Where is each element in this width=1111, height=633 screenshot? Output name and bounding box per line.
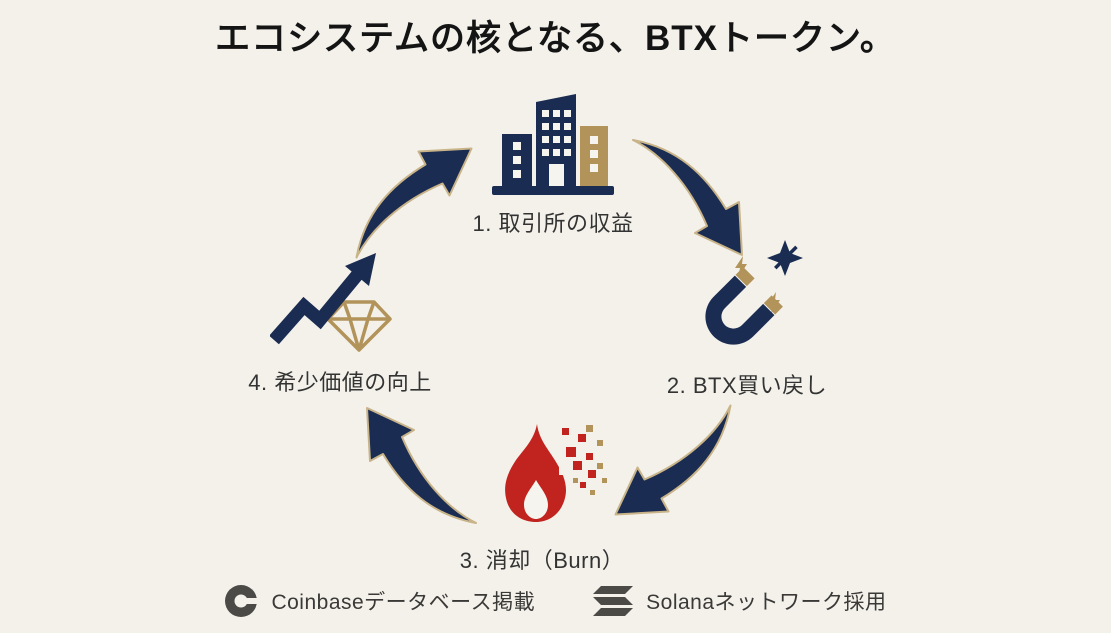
coinbase-badge: Coinbaseデータベース掲載 <box>224 584 535 618</box>
footer: Coinbaseデータベース掲載 Solanaネットワーク採用 <box>0 584 1111 618</box>
cycle-step-1: 1. 取引所の収益 <box>403 86 703 238</box>
page-title: エコシステムの核となる、BTXトークン。 <box>215 19 896 58</box>
solana-logo-icon <box>593 586 634 616</box>
rising-chart-diamond-icon <box>270 253 392 352</box>
magnet-icon <box>704 240 803 345</box>
cycle-step-4: 4. 希少価値の向上 <box>190 248 490 397</box>
cycle-step-3: 3. 消却（Burn） <box>392 420 692 575</box>
building-icon <box>492 94 614 195</box>
cycle-arrow-3-to-4 <box>366 407 477 524</box>
cycle-step-2: 2. BTX買い戻し <box>597 240 897 400</box>
step-label-3: 3. 消却（Burn） <box>459 548 625 573</box>
cycle-arrow-2-to-3 <box>614 404 732 516</box>
cycle-arrow-1-to-2 <box>632 139 743 256</box>
flame-burn-icon <box>504 424 607 522</box>
solana-badge: Solanaネットワーク採用 <box>593 586 886 616</box>
coinbase-logo-icon <box>225 585 259 617</box>
step-label-4: 4. 希少価値の向上 <box>248 370 432 395</box>
coinbase-label: Coinbaseデータベース掲載 <box>271 591 536 614</box>
step-label-2: 2. BTX買い戻し <box>666 373 828 398</box>
solana-label: Solanaネットワーク採用 <box>646 591 887 614</box>
cycle-arrow-4-to-1 <box>355 147 473 259</box>
step-label-1: 1. 取引所の収益 <box>472 211 634 236</box>
